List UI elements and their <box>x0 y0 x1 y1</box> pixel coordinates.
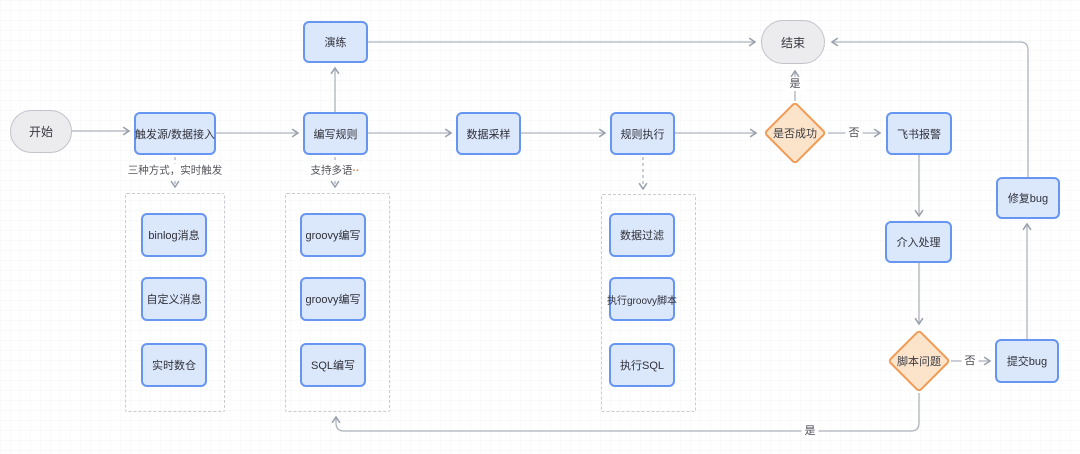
node-trigger-source[interactable]: 触发源/数据接入 <box>134 112 216 155</box>
node-exec-groovy[interactable]: 执行groovy脚本 <box>607 277 678 321</box>
node-groovy-write-2-label: groovy编写 <box>305 294 361 306</box>
node-fix-bug-label: 修复bug <box>1007 193 1049 205</box>
node-drill-label: 演练 <box>324 37 347 49</box>
edge-label-script-yes: 是 <box>801 424 819 438</box>
trigger-options-group <box>125 193 225 412</box>
node-drill[interactable]: 演练 <box>303 21 368 63</box>
node-realtime-dw-label: 实时数仓 <box>152 360 196 372</box>
node-fix-bug[interactable]: 修复bug <box>996 177 1060 219</box>
node-end[interactable]: 结束 <box>761 20 825 64</box>
node-sql-write-label: SQL编写 <box>310 360 355 372</box>
node-write-rules[interactable]: 编写规则 <box>303 112 368 155</box>
node-submit-bug-label: 提交bug <box>1006 356 1048 368</box>
node-start-label: 开始 <box>28 125 53 139</box>
node-data-filter-label: 数据过滤 <box>620 230 664 242</box>
edge-label-script-no: 否 <box>961 354 979 368</box>
exec-steps-group <box>601 194 696 412</box>
node-rule-exec-label: 规则执行 <box>620 128 665 141</box>
node-data-sampling[interactable]: 数据采样 <box>456 112 521 155</box>
node-script-issue-label: 脚本问题 <box>897 356 941 368</box>
node-groovy-write-1-label: groovy编写 <box>305 230 361 242</box>
node-submit-bug[interactable]: 提交bug <box>995 339 1059 383</box>
trigger-note: 三种方式，实时触发 <box>123 163 227 179</box>
edge-fix-bug-to-end <box>830 37 1029 177</box>
edge-script-yes-to-rules-group <box>331 393 920 432</box>
node-data-sampling-label: 数据采样 <box>466 128 511 141</box>
node-realtime-dw[interactable]: 实时数仓 <box>141 343 207 387</box>
node-groovy-write-1[interactable]: groovy编写 <box>300 213 366 257</box>
node-exec-sql-label: 执行SQL <box>619 360 664 372</box>
node-write-rules-label: 编写规则 <box>313 128 358 141</box>
node-feishu-alert-label: 飞书报警 <box>897 128 941 141</box>
edge-label-success-no: 否 <box>845 126 863 140</box>
node-data-filter[interactable]: 数据过滤 <box>609 213 675 257</box>
node-script-issue[interactable]: 脚本问题 <box>887 329 951 393</box>
node-start[interactable]: 开始 <box>10 110 72 153</box>
node-binlog-message[interactable]: binlog消息 <box>141 213 207 257</box>
node-custom-message-label: 自定义消息 <box>146 294 202 306</box>
node-custom-message[interactable]: 自定义消息 <box>141 277 207 321</box>
node-intervene-label: 介入处理 <box>896 237 941 249</box>
node-end-label: 结束 <box>780 35 805 50</box>
node-binlog-message-label: binlog消息 <box>148 230 200 242</box>
node-success-check[interactable]: 是否成功 <box>762 100 828 166</box>
edge-label-success-yes: 是 <box>786 77 804 91</box>
node-exec-sql[interactable]: 执行SQL <box>609 343 675 387</box>
rule-language-group <box>285 193 390 412</box>
node-intervene[interactable]: 介入处理 <box>885 221 952 263</box>
node-feishu-alert[interactable]: 飞书报警 <box>886 112 952 155</box>
node-trigger-source-label: 触发源/数据接入 <box>134 128 216 141</box>
node-sql-write[interactable]: SQL编写 <box>300 343 366 387</box>
rules-note-suffix: ·· <box>352 164 360 177</box>
node-rule-exec[interactable]: 规则执行 <box>610 112 675 155</box>
rules-note-text: 支持多语 <box>310 164 353 177</box>
node-groovy-write-2[interactable]: groovy编写 <box>300 277 366 321</box>
node-success-check-label: 是否成功 <box>773 128 817 140</box>
node-exec-groovy-label: 执行groovy脚本 <box>607 295 678 307</box>
rules-note: 支持多语·· <box>306 163 364 179</box>
